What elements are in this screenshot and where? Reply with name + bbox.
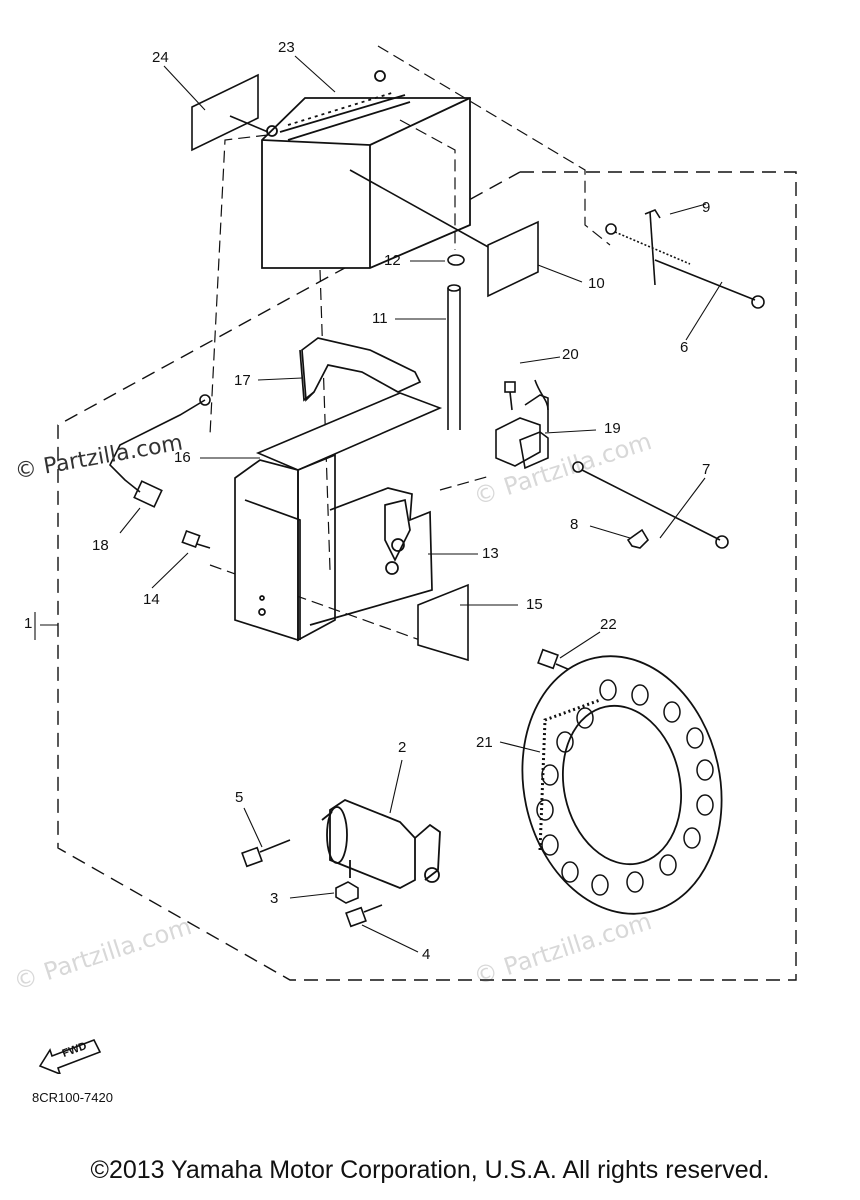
callout-15: 15: [526, 596, 543, 613]
minus-lead-9: [605, 209, 691, 286]
callout-13: 13: [482, 545, 499, 562]
callout-24: 24: [152, 49, 169, 66]
callout-21: 21: [476, 734, 493, 751]
callout-20: 20: [562, 346, 579, 363]
battery-case-13: [234, 453, 433, 642]
clamp-12: [447, 254, 465, 266]
callout-12: 12: [384, 252, 401, 269]
fwd-arrow-icon: [38, 1038, 102, 1076]
callout-23: 23: [278, 39, 295, 56]
callout-11: 11: [372, 310, 388, 327]
copyright-notice: ©2013 Yamaha Motor Corporation, U.S.A. A…: [90, 1156, 770, 1184]
callout-5: 5: [235, 789, 244, 806]
callout-6: 6: [680, 339, 689, 356]
starter-relay-19: [495, 379, 549, 470]
callout-9: 9: [702, 199, 711, 216]
callout-10: 10: [588, 275, 605, 292]
callout-16: 16: [174, 449, 191, 466]
callout-17: 17: [234, 372, 251, 389]
diagram-code: 8CR100-7420: [32, 1090, 113, 1105]
battery-pad-10: [487, 220, 539, 298]
callout-leaders: [34, 55, 723, 953]
lead-18: [109, 394, 211, 508]
bolt-4: [345, 904, 383, 928]
callout-8: 8: [570, 516, 579, 533]
battery-band-17: [299, 337, 422, 402]
callout-2: 2: [398, 739, 407, 756]
callout-22: 22: [600, 616, 617, 633]
bolt-22: [537, 648, 571, 671]
callout-3: 3: [270, 890, 279, 907]
assembly-boundary: [57, 171, 797, 981]
forward-direction-indicator: FWD: [36, 1030, 106, 1076]
sheet-15: [417, 583, 469, 662]
callout-7: 7: [702, 461, 711, 478]
bolt-5: [241, 839, 291, 868]
starter-motor-2: [321, 798, 441, 889]
callout-18: 18: [92, 537, 109, 554]
bolt-14: [181, 529, 211, 549]
starter-wheel-gear-21: [521, 655, 723, 915]
starter-motor-lead-7: [572, 461, 729, 549]
holder-8: [626, 528, 650, 549]
callout-14: 14: [143, 591, 160, 608]
callout-1: 1: [24, 615, 33, 632]
battery-label-24: [191, 73, 259, 152]
callout-4: 4: [422, 946, 431, 963]
battery-sheet-16: [255, 392, 443, 471]
battery: [261, 70, 471, 269]
bolt-20: [504, 381, 516, 411]
breather-hose-11: [447, 284, 461, 430]
callout-19: 19: [604, 420, 621, 437]
plus-lead-6: [654, 259, 765, 309]
nut-3: [335, 881, 359, 904]
